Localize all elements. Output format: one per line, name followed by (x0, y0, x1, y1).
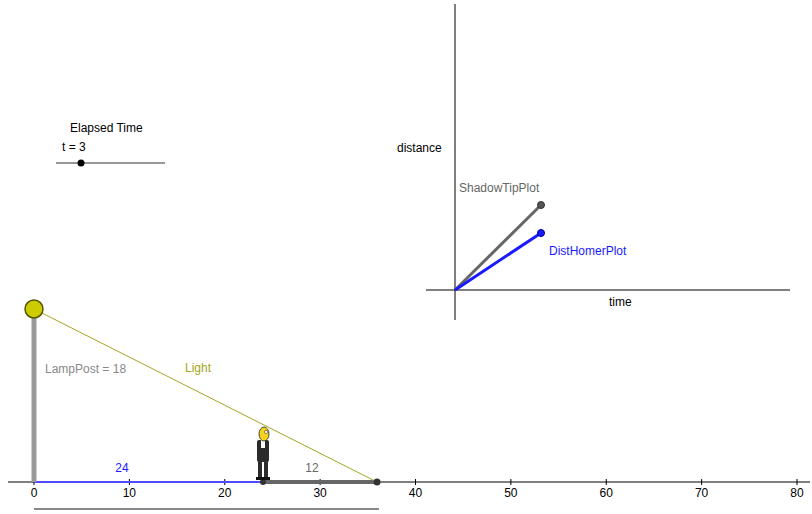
lamp (25, 300, 43, 318)
plot-point (538, 202, 545, 209)
tick-number: 30 (313, 486, 326, 500)
y-axis (455, 4, 456, 320)
axis-title: distance (397, 141, 442, 155)
dist-homer-plot (455, 233, 541, 290)
total-length-line (34, 508, 379, 510)
tick-number: 20 (218, 486, 231, 500)
light-label: Light (185, 361, 211, 375)
slider-track (56, 163, 165, 164)
tick (701, 479, 702, 485)
tick (415, 479, 416, 485)
homer-figure (256, 427, 270, 480)
plot-label: DistHomerPlot (549, 244, 626, 258)
ground-axis (8, 482, 810, 483)
tick (797, 479, 798, 485)
slider-title: Elapsed Time (70, 121, 143, 135)
slider-value: t = 3 (62, 140, 86, 154)
axis-title: time (609, 295, 632, 309)
tick-number: 0 (31, 486, 38, 500)
tick-number: 80 (790, 486, 803, 500)
tick-number: 70 (695, 486, 708, 500)
lamp-post (32, 310, 37, 482)
light-ray (34, 309, 377, 482)
distance-label: 24 (115, 461, 128, 475)
plot-label: ShadowTipPlot (459, 181, 539, 195)
x-axis (426, 290, 790, 291)
tick (510, 479, 511, 485)
tick-number: 10 (123, 486, 136, 500)
lamp-post-label: LampPost = 18 (45, 362, 126, 376)
axis-ticks (34, 479, 797, 485)
shadow-tip-plot (455, 205, 541, 290)
tick-number: 60 (600, 486, 613, 500)
slider-knob (78, 160, 85, 167)
shadow-segment (263, 480, 377, 484)
homer-distance (34, 481, 263, 483)
shadow-tip-point (374, 479, 381, 486)
tick-number: 50 (504, 486, 517, 500)
shadow-label: 12 (305, 461, 318, 475)
plot-point (538, 230, 545, 237)
tick-number: 40 (409, 486, 422, 500)
tick (606, 479, 607, 485)
